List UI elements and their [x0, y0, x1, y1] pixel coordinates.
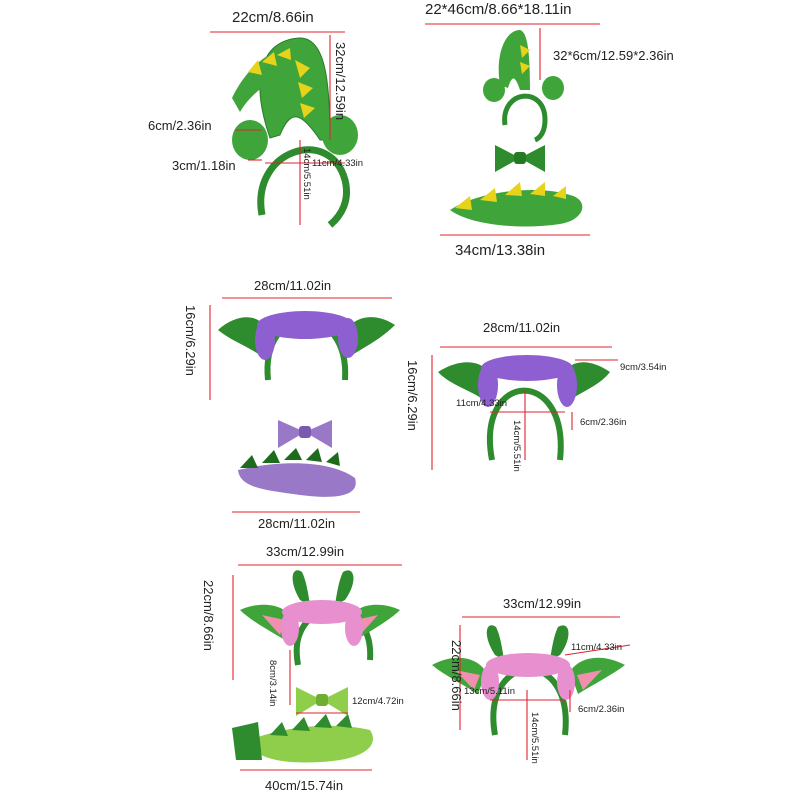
set3b-band-height-label: 14cm/5.51in	[529, 712, 540, 764]
dimension-lines	[209, 23, 631, 771]
set2b-band-width-label: 11cm/4.33in	[456, 398, 507, 409]
set1b-bottom-label: 34cm/13.38in	[455, 242, 545, 259]
set3b-top-label: 33cm/12.99in	[503, 596, 581, 611]
set1b-right-label: 32*6cm/12.59*2.36in	[553, 48, 674, 63]
set3-left-label: 22cm/8.66in	[201, 580, 216, 651]
set2-left-label: 16cm/6.29in	[183, 305, 198, 376]
set2-top-label: 28cm/11.02in	[254, 278, 331, 293]
set1-band-width-label: 11cm/4.33in	[312, 158, 363, 169]
dinosaur-small-headband-set	[450, 30, 583, 227]
set3b-band-width-label: 13cm/5.11in	[464, 686, 515, 697]
set3b-horn-label: 11cm/4.33in	[571, 642, 622, 653]
set3b-ear-label: 6cm/2.36in	[578, 704, 624, 715]
purple-fur-headband-set	[218, 311, 395, 497]
horned-green-headband-set	[232, 570, 400, 763]
set2b-ear-height-label: 6cm/2.36in	[580, 417, 626, 428]
set3b-left-label: 22cm/8.66in	[449, 640, 464, 711]
set1-ear-a-label: 6cm/2.36in	[148, 118, 212, 133]
set1-ear-b-label: 3cm/1.18in	[172, 158, 236, 173]
set2-bottom-label: 28cm/11.02in	[258, 516, 335, 531]
purple-fur-headband	[438, 355, 610, 461]
set2b-ear-width-label: 9cm/3.54in	[620, 362, 666, 373]
set1b-top-label: 22*46cm/8.66*18.11in	[425, 1, 572, 18]
set3-top-label: 33cm/12.99in	[266, 544, 344, 559]
set2b-left-label: 16cm/6.29in	[405, 360, 420, 431]
set3-bow-height-label: 8cm/3.14in	[267, 660, 278, 706]
set3-bottom-label: 40cm/15.74in	[265, 778, 343, 793]
set3-bow-width-label: 12cm/4.72in	[352, 696, 404, 707]
set1-width-label: 22cm/8.66in	[232, 9, 314, 26]
set2b-top-label: 28cm/11.02in	[483, 320, 560, 335]
set1-band-height-label: 14cm/5.51in	[301, 148, 312, 200]
set2b-band-height-label: 14cm/5.51in	[511, 420, 522, 472]
set1-height-label: 32cm/12.59in	[333, 42, 348, 120]
